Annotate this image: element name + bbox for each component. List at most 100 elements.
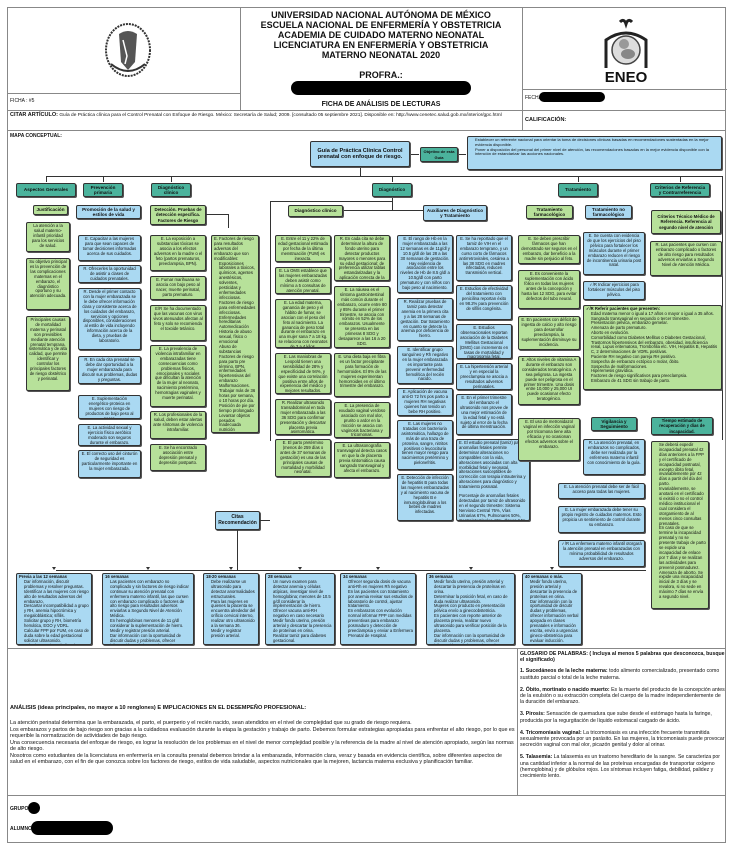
connector xyxy=(411,154,419,155)
divider xyxy=(8,648,725,649)
pharma-item: E. En pacientes con déficit de ingesta d… xyxy=(518,316,580,350)
divider xyxy=(8,110,725,111)
detection-item: R. Los profesionales de la salud, deben … xyxy=(150,411,206,439)
connector xyxy=(578,176,579,182)
list-item: En caso de que se termine la incapacidad… xyxy=(659,525,706,570)
list-item: Malformaciones. xyxy=(219,383,256,389)
appointment-week-box: Previa a las 12 semanasDar información, … xyxy=(16,573,92,645)
nonpharma-item: E. Se cuenta con evidencia de que los ej… xyxy=(583,232,645,275)
connector xyxy=(228,214,229,228)
analysis-paragraph: Nosotros como estudiantes de la licencia… xyxy=(10,752,503,766)
week-item: Dar información con la oportunidad de di… xyxy=(530,599,579,644)
prevention-item: R. En cada cita prenatal se debe dar opo… xyxy=(78,356,141,384)
list-item: Exposiciones laborales a tóxicos, químic… xyxy=(219,261,256,301)
pharma-item: E. El uso de metronidazol vaginal en inf… xyxy=(518,418,580,461)
connector xyxy=(360,168,361,176)
referral-item: R. Las pacientes que cursen con embarazo… xyxy=(650,241,722,276)
week-item: Dar información, discutir problemas y re… xyxy=(24,579,89,590)
week-item: Medir y registrar presión arterial. xyxy=(110,628,191,634)
aux-dx-item: E. Aplicación de vacuna anti-D 72 hrs po… xyxy=(397,388,453,416)
week-item: Identificar a las mujeres con riesgo alt… xyxy=(24,589,89,605)
week-item: En hemoglobinas menores de 11 g/dl consi… xyxy=(110,618,191,629)
clinical-diagnosis-node: Diagnóstico clínico xyxy=(288,205,343,217)
citation-block: CITAR ARTÍCULO: Guía de Práctica clínica… xyxy=(10,112,520,119)
profra-label: PROFRA.: xyxy=(359,70,403,80)
glossary-label: GLOSARIO DE PALABRAS: ( Incluya al menos… xyxy=(520,651,725,664)
divider xyxy=(8,93,240,94)
form-page: UNIVERSIDAD NACIONAL AUTÓNOMA DE MÉXICO … xyxy=(7,7,727,843)
redacted-professor-name xyxy=(291,81,471,95)
fetal-screening-note: E. El estudio prenatal (tamiz) para anom… xyxy=(456,439,530,521)
arrow xyxy=(146,567,150,570)
citation-label: CITAR ARTÍCULO: xyxy=(10,112,58,118)
risk-factor-list: Exposiciones laborales a tóxicos, químic… xyxy=(214,261,256,432)
ficha-number: FICHA : #5 xyxy=(10,98,35,104)
connector xyxy=(680,176,681,182)
clinical-dx-item: E. La OMS establece que las mujeres emba… xyxy=(275,267,331,294)
arrow xyxy=(229,567,233,570)
incapacity-list: Se deberá expedir incapacidad prenatal 4… xyxy=(651,441,709,609)
prevention-item: E. Suplementación energético-proteica en… xyxy=(78,395,141,419)
objective-node: Objetivo de esta Guía xyxy=(420,147,458,162)
divider xyxy=(240,8,241,110)
branch-referral-criteria: Criterios de Referencia y Contrarreferen… xyxy=(650,183,710,197)
analysis-paragraph: Los embarazos y partos de bajo riesgo so… xyxy=(10,726,515,740)
appointments-node: Citas Recomendación xyxy=(215,511,260,530)
clinical-dx-item: E. La náusea es el síntoma gastrointesti… xyxy=(334,286,390,348)
week-item: En las pacientes con tratamiento por ane… xyxy=(348,589,413,610)
aux-dx-item: E. Las mujeres no tratadas con bacteriur… xyxy=(397,420,453,470)
prevention-item: R. Ofrecerles la oportunidad de asistir … xyxy=(78,265,141,283)
course-name: MATERNO NEONATAL 2020 xyxy=(321,50,441,60)
list-item: Edad materna menor o igual a 17 años o m… xyxy=(591,311,719,317)
week-label: 16 semanas xyxy=(105,574,129,579)
aux-dx-item: E. La hipertensión arterial y en especia… xyxy=(456,363,512,390)
connector xyxy=(392,176,393,182)
diagnostic-aids-node: Auxiliares de Diagnóstico y Tratamiento xyxy=(423,205,487,221)
group-label: GRUPO: xyxy=(10,806,30,812)
general-item: La atención a la salud materno-infantil … xyxy=(26,222,70,252)
week-item: Medir fondo uterino, presión arterial y … xyxy=(434,579,512,595)
fetal-anomaly-percentages: Porcentaje de anomalías fetales detectad… xyxy=(459,493,527,521)
non-pharmacological-treatment-node: Tratamiento no farmacológico xyxy=(585,205,632,219)
appointment-week-box: 40 semanas o más.Medir fondo uterino, pr… xyxy=(522,573,582,645)
glossary-items: 1. Sucedáneos de la leche materna: todo … xyxy=(520,668,725,779)
appointment-week-box: 28 semanasUn nuevo examen para detectar … xyxy=(265,573,335,645)
prevention-item: E. Capacitar a las mujeres para que sean… xyxy=(78,235,141,261)
surveillance-item: ✓/R La enfermera materno infantil otorga… xyxy=(558,540,645,567)
list-item: Amenaza de aborto. Se expide una incapac… xyxy=(659,570,706,600)
referral-criteria-node: Criterios Técnico Médico de Referencia. … xyxy=(651,210,721,234)
list-item: Comorbilidad como Diabetes Mellitus o Di… xyxy=(591,335,719,355)
clinical-dx-item: E. Las maniobras de Leopold tienen una s… xyxy=(275,353,331,394)
student-label: ALUMNO: xyxy=(10,826,34,832)
week-item: Para las mujeres en quienes la placenta … xyxy=(211,599,256,629)
week-item: Debe realizarse un ultrasonido para dete… xyxy=(211,579,256,600)
week-label: 40 semanas o más. xyxy=(525,574,564,579)
university-name: UNIVERSIDAD NACIONAL AUTÓNOMA DE MÉXICO xyxy=(271,10,491,20)
week-label: 18-20 semanas xyxy=(206,574,236,579)
branch-clinical-diagnosis: Diagnóstico clínico xyxy=(151,183,191,197)
glossary-section: GLOSARIO DE PALABRAS: ( Incluya al menos… xyxy=(520,651,725,785)
connector xyxy=(46,176,47,182)
refer-conditions: Edad materna menor o igual a 17 años o m… xyxy=(586,311,719,384)
incapacity-items: Se deberá expedir incapacidad prenatal 4… xyxy=(654,442,706,600)
week-item: Realizar tamiz para diabetes gestacional… xyxy=(273,633,332,644)
list-item: Trabajar más de 36 horas por semana, o 1… xyxy=(219,388,256,404)
week-label: Previa a las 12 semanas xyxy=(19,574,67,579)
detection-item: E. Se ha encontrado asociación entre dep… xyxy=(150,444,206,471)
week-item: Dar información con la oportunidad de di… xyxy=(110,633,191,644)
list-item: Abuso de substancias xyxy=(219,344,256,355)
arrow xyxy=(376,567,380,570)
glossary-item: 2. Óbito, mortinato o nacido muerto: Es … xyxy=(520,686,725,706)
pharmacological-treatment-node: Tratamiento farmacológico xyxy=(526,205,573,219)
prevention-item: E. El correcto uso del cinturón de segur… xyxy=(78,450,141,478)
school-name: ESCUELA NACIONAL DE ENFERMERÍA Y OBSTETR… xyxy=(260,20,502,30)
week-item: Determinar la posición fetal, en caso de… xyxy=(434,594,512,605)
aux-dx-item: E. El rango de Hb en la mujer embarazada… xyxy=(397,235,453,293)
connector xyxy=(103,176,104,182)
academy-name: ACADEMIA DE CUIDADO MATERNO NEONATAL xyxy=(277,30,485,40)
fetal-screening-text: E. El estudio prenatal (tamiz) para anom… xyxy=(459,440,526,490)
week-item: Dar información con la oportunidad de di… xyxy=(434,633,512,644)
grade-label: CALIFICACIÓN: xyxy=(525,117,567,123)
justification-node: Justificación xyxy=(33,205,68,215)
connector xyxy=(392,198,393,210)
